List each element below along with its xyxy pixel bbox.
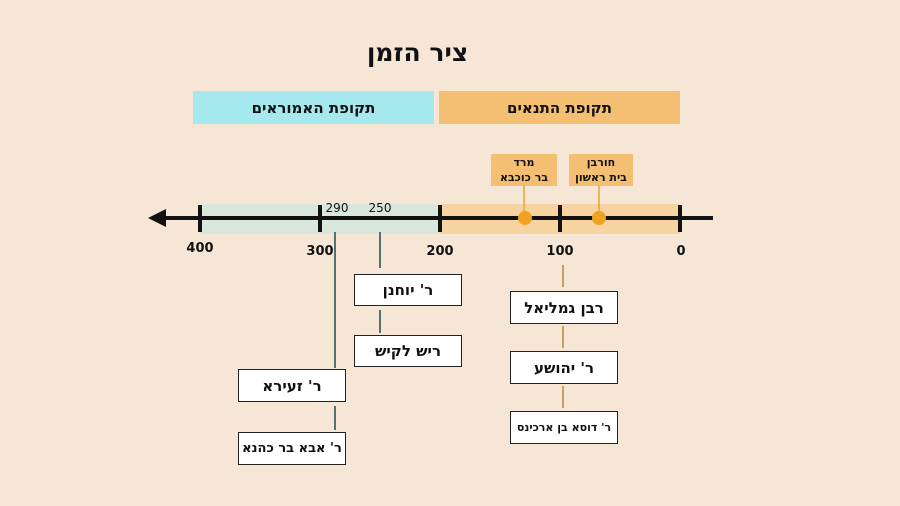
sage-reish-lakish-label: ריש לקיש bbox=[375, 342, 441, 360]
tick-label-200: 200 bbox=[426, 244, 454, 259]
sage-r-yehoshua-label: ר' יהושע bbox=[533, 358, 595, 377]
sage-r-zeira: ר' זעירא bbox=[238, 369, 346, 402]
sage-r-dosa-label: ר' דוסא בן ארכינס bbox=[516, 421, 612, 434]
sage-r-yochanan-label: ר' יוחנן bbox=[382, 281, 434, 299]
bar-kochba-line2: בר כוכבא bbox=[499, 171, 549, 184]
sage-r-yehoshua: ר' יהושע bbox=[510, 351, 618, 384]
sage-reish-lakish: ריש לקיש bbox=[354, 335, 462, 367]
bar-kochba-line1: מרד bbox=[513, 156, 535, 169]
tick-label-100: 100 bbox=[546, 244, 574, 259]
bar-kochba-dot bbox=[518, 211, 532, 225]
sage-r-abba-label: ר' אבא בר כהנא bbox=[242, 441, 342, 456]
sage-rabban-gamliel-label: רבן גמליאל bbox=[524, 298, 604, 317]
axis-arrowhead bbox=[148, 209, 166, 227]
tick-label-400: 400 bbox=[186, 241, 214, 256]
tannaim-period-header: תקופת התנאים bbox=[439, 91, 680, 124]
year-mark-250: 250 bbox=[368, 201, 392, 215]
tannaim-period-label: תקופת התנאים bbox=[507, 98, 612, 117]
bar-kochba-revolt-label: מרד בר כוכבא bbox=[491, 154, 557, 186]
destruction-line1: חורבן bbox=[586, 156, 616, 169]
sage-r-zeira-label: ר' זעירא bbox=[262, 376, 322, 395]
destruction-dot bbox=[592, 211, 606, 225]
tick-label-300: 300 bbox=[306, 244, 334, 259]
first-temple-destruction-label: חורבן בית ראשון bbox=[569, 154, 633, 186]
sage-r-yochanan: ר' יוחנן bbox=[354, 274, 462, 306]
sage-r-dosa-ben-harkinas: ר' דוסא בן ארכינס bbox=[510, 411, 618, 444]
tick-label-0: 0 bbox=[676, 244, 686, 259]
page-title: ציר הזמן bbox=[366, 38, 469, 67]
sage-rabban-gamliel: רבן גמליאל bbox=[510, 291, 618, 324]
destruction-line2: בית ראשון bbox=[575, 171, 627, 184]
sage-r-abba-bar-kahana: ר' אבא בר כהנא bbox=[238, 432, 346, 465]
amoraim-period-header: תקופת האמוראים bbox=[193, 91, 434, 124]
amoraim-period-label: תקופת האמוראים bbox=[251, 98, 376, 117]
year-mark-290: 290 bbox=[325, 201, 349, 215]
